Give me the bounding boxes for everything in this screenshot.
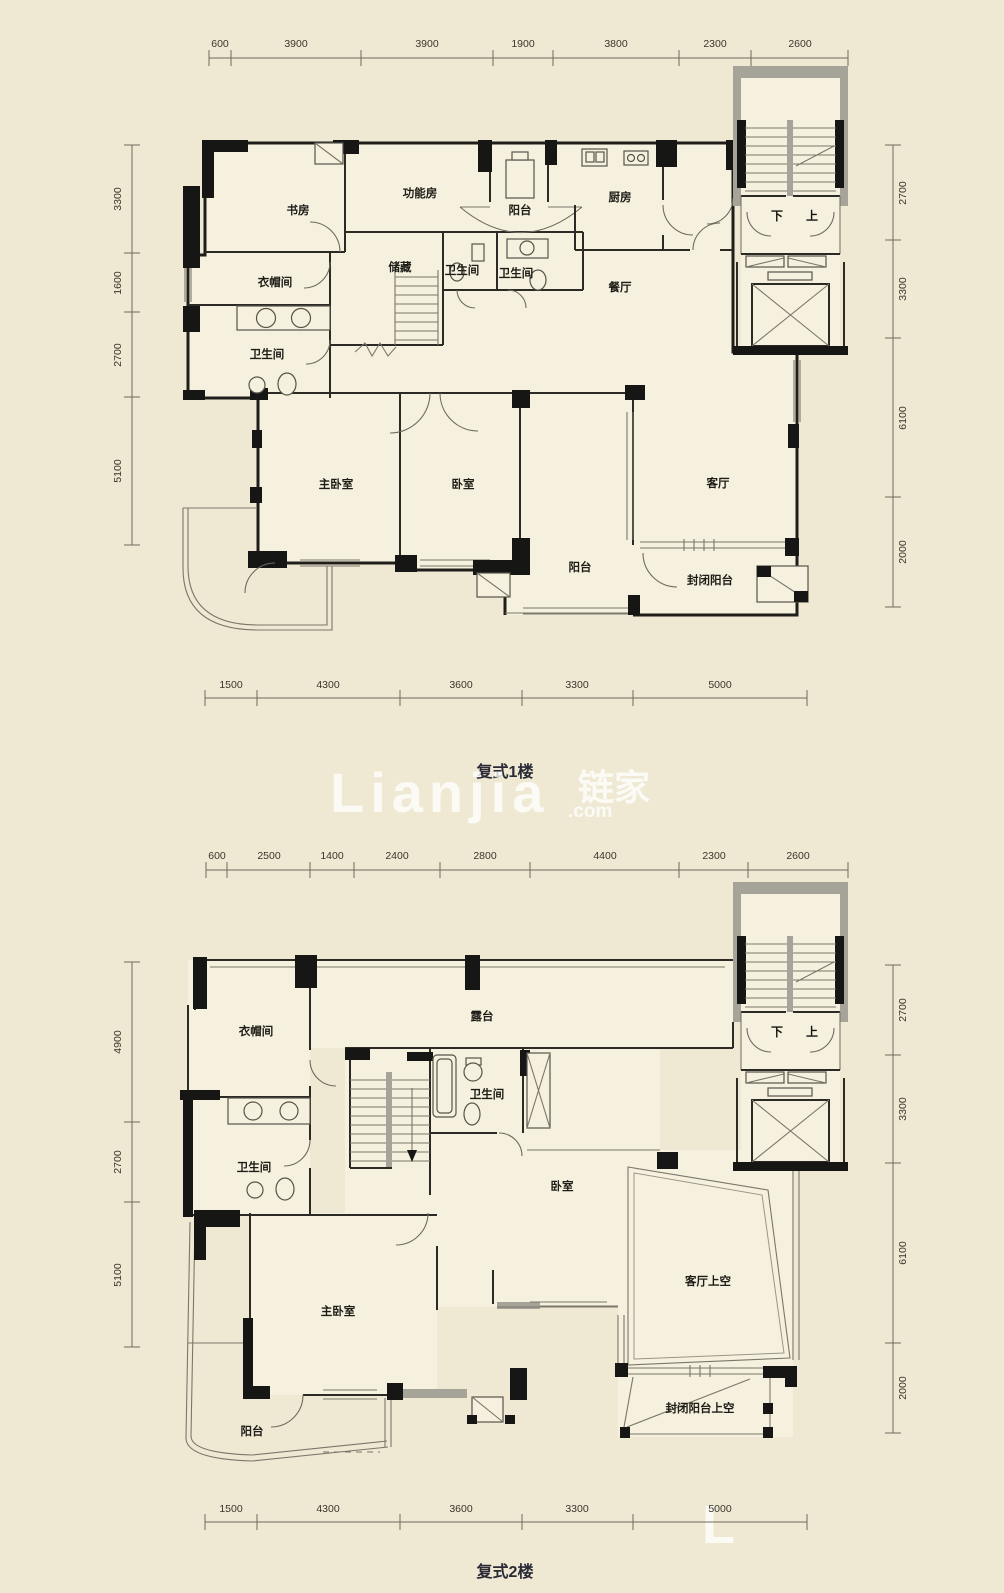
dim-label: 6100: [897, 1241, 909, 1265]
room-label-bath: 卫生间: [445, 263, 480, 277]
room-label-bath-master: 卫生间: [250, 347, 285, 361]
room-label-bath-master: 卫生间: [237, 1160, 272, 1174]
dim-label: 2700: [112, 343, 124, 367]
dim-label: 2800: [473, 850, 497, 862]
floor1-room-labels: 书房 功能房 阳台 厨房 衣帽间 储藏 卫生间 卫生间 餐厅 卫生间 主卧室 卧…: [250, 186, 733, 587]
dim-label: 600: [211, 38, 229, 50]
dim-label: 6100: [897, 406, 909, 430]
floor1-title: 复式1楼: [476, 762, 534, 781]
room-label-cloakroom: 衣帽间: [258, 275, 293, 289]
floor2-dim-right: 2700 3300 6100 2000: [885, 964, 909, 1434]
floor2-stairwell: 下 上: [733, 882, 848, 1171]
room-label-bedroom: 卧室: [551, 1179, 574, 1193]
floor2-dim-bottom: 1500 4300 3600 3300 5000: [204, 1503, 808, 1530]
floor1-dim-right: 2700 3300 6100 2000: [885, 144, 909, 608]
dim-label: 3900: [284, 38, 308, 50]
room-label-kitchen: 厨房: [609, 190, 632, 204]
room-label-master-bedroom: 主卧室: [321, 1304, 356, 1318]
floor2-wall-blocks: [180, 955, 797, 1438]
dim-label: 2600: [788, 38, 812, 50]
floor2-title: 复式2楼: [476, 1562, 534, 1581]
dim-label: 3900: [415, 38, 439, 50]
room-label-master-bedroom: 主卧室: [319, 477, 354, 491]
dim-label: 5000: [708, 679, 732, 691]
dim-label: 3300: [897, 1097, 909, 1121]
dim-label: 2600: [786, 850, 810, 862]
dim-label: 3300: [565, 1503, 589, 1515]
dim-label: 5100: [112, 1263, 124, 1287]
floor1-unit-fill: [188, 78, 840, 615]
room-label-dining: 餐厅: [608, 280, 632, 294]
floor2-fixtures: [227, 1052, 551, 1424]
room-label-study: 书房: [287, 203, 310, 217]
floor1-inner-stairs: [354, 270, 439, 358]
room-label-storage: 储藏: [389, 260, 412, 274]
dim-label: 2700: [112, 1150, 124, 1174]
lianjia-watermark: Lianjia 链家 .com L: [330, 761, 735, 1555]
dim-label: 1400: [320, 850, 344, 862]
dim-label: 4400: [593, 850, 617, 862]
room-label-balcony-top: 阳台: [509, 203, 532, 217]
room-label-balcony: 阳台: [241, 1424, 264, 1438]
dim-label: 2700: [897, 181, 909, 205]
stair-down-label: 下: [771, 1025, 783, 1039]
room-label-bedroom: 卧室: [452, 477, 475, 491]
dim-label: 3300: [565, 679, 589, 691]
floor1-fixtures: [236, 142, 809, 603]
dim-label: 600: [208, 850, 226, 862]
watermark-partial: L: [702, 1495, 735, 1555]
stair-up-label: 上: [806, 1024, 818, 1039]
room-label-terrace: 露台: [471, 1009, 494, 1023]
room-label-bath: 卫生间: [499, 266, 534, 280]
dim-label: 4900: [112, 1030, 124, 1054]
floor2-room-labels: 衣帽间 露台 卫生间 卫生间 卧室 主卧室 客厅上空 封闭阳台上空 阳台: [237, 1009, 735, 1438]
room-label-bath-upper: 卫生间: [470, 1087, 505, 1101]
dim-label: 3600: [449, 679, 473, 691]
dim-label: 2500: [257, 850, 281, 862]
room-label-living-void: 客厅上空: [684, 1274, 731, 1288]
room-label-cloakroom: 衣帽间: [239, 1024, 274, 1038]
dim-label: 1900: [511, 38, 535, 50]
floor2-dim-left: 4900 2700 5100: [112, 961, 140, 1348]
dim-label: 2300: [703, 38, 727, 50]
dim-label: 2300: [702, 850, 726, 862]
floor1-dim-bottom: 1500 4300 3600 3300 5000: [204, 679, 808, 706]
dim-label: 3300: [112, 187, 124, 211]
floor1-dim-left: 3300 1600 2700 5100: [112, 144, 140, 546]
dim-label: 3300: [897, 277, 909, 301]
dim-label: 5100: [112, 459, 124, 483]
dim-label: 5000: [708, 1503, 732, 1515]
dim-label: 1500: [219, 679, 243, 691]
dim-label: 3800: [604, 38, 628, 50]
room-label-enclosed-balcony-void: 封闭阳台上空: [666, 1401, 735, 1415]
floor2-dim-top: 600 2500 1400 2400 2800 4400 2300 2600: [205, 850, 849, 878]
dim-label: 4300: [316, 679, 340, 691]
floor1-door-arcs: [244, 197, 734, 594]
floor2-door-arcs: [270, 1059, 523, 1428]
room-label-enclosed-balcony: 封闭阳台: [687, 573, 733, 587]
dim-label: 2000: [897, 540, 909, 564]
dim-label: 4300: [316, 1503, 340, 1515]
dim-label: 2000: [897, 1376, 909, 1400]
floor2-inner-stairs: [350, 1072, 430, 1169]
room-label-living: 客厅: [706, 476, 730, 490]
watermark-latin: Lianjia: [330, 761, 549, 824]
dim-label: 1600: [112, 271, 124, 295]
dim-label: 1500: [219, 1503, 243, 1515]
stair-up-label: 上: [806, 208, 818, 223]
dim-label: 3600: [449, 1503, 473, 1515]
dim-label: 2400: [385, 850, 409, 862]
floor1-dim-top: 600 3900 3900 1900 3800 2300 2600: [208, 38, 849, 66]
stair-down-label: 下: [771, 209, 783, 223]
floor1-wall-blocks: [183, 140, 799, 615]
room-label-function-room: 功能房: [403, 186, 438, 200]
room-label-balcony-bay: 阳台: [569, 560, 592, 574]
watermark-cn: 链家: [578, 767, 650, 808]
dim-label: 2700: [897, 998, 909, 1022]
floor1-stairwell: 下 上: [733, 66, 848, 355]
floor1-windows: [182, 268, 801, 631]
watermark-tld: .com: [568, 801, 612, 822]
